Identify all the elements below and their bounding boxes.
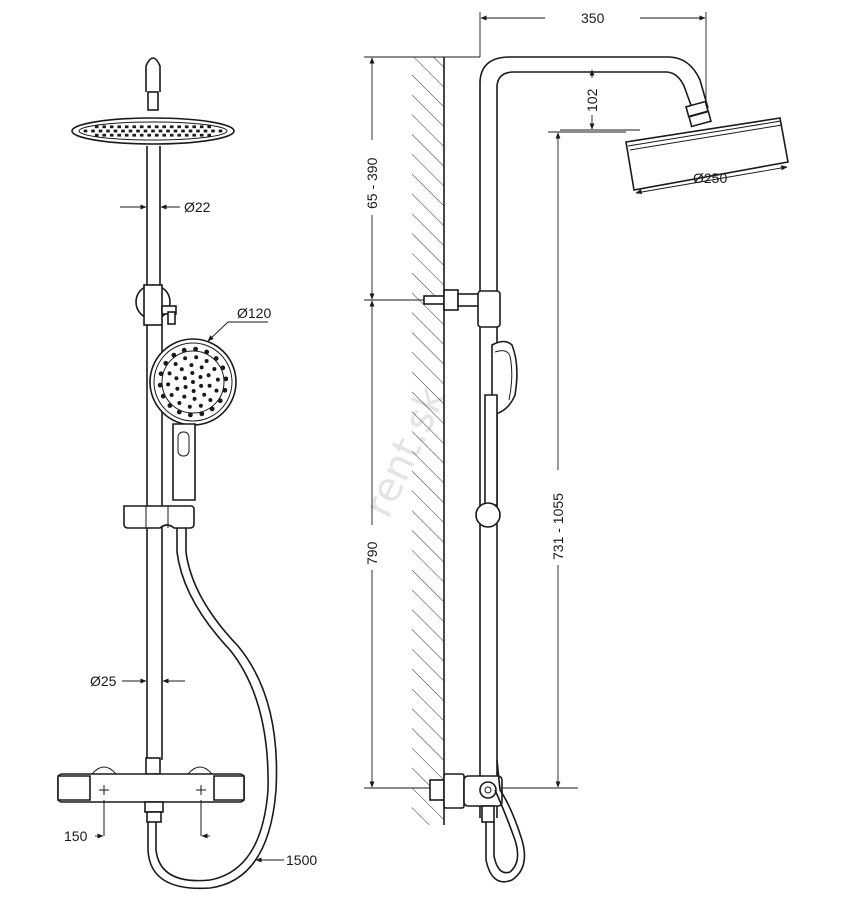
dim-head-height-range-label: 731 - 1055 [550,493,566,560]
dim-arm-reach-label: 350 [581,10,605,26]
shower-column [479,56,709,818]
dim-rail-diameter-label: Ø25 [90,673,117,689]
side-hand-shower [484,340,518,506]
dim-hose-length-label: 1500 [286,852,317,868]
front-view: Ø22 Ø120 Ø25 150 1500 [57,57,317,890]
dim-arm-drop-label: 102 [584,88,600,112]
hose [155,528,269,882]
dim-head-height-range: 731 - 1055 [500,131,626,789]
dim-arm-drop: 102 [560,69,640,131]
side-slider-knob [475,502,501,528]
dim-inlet-spacing-label: 150 [64,828,88,844]
slider-bracket [123,505,195,529]
dim-rail-diameter: Ø25 [90,673,185,689]
head-connector [685,100,712,128]
gooseneck-arm [145,57,161,92]
side-shower-head [625,117,789,191]
dim-handshower-diameter-label: Ø120 [237,305,271,321]
dim-lower-height: 790 [364,300,430,789]
dim-handshower-diameter: Ø120 [207,305,271,342]
dim-arm-diameter: Ø22 [120,199,211,215]
side-view: 350 102 Ø250 65 - 390 [364,10,789,883]
side-hose [485,759,526,883]
dim-upper-range-label: 65 - 390 [364,157,380,209]
dim-arm-reach: 350 [479,10,707,100]
wall-bracket [423,289,501,328]
dim-inlet-spacing: 150 [64,828,210,844]
thermostatic-mixer [57,757,245,836]
overhead-shower-head [71,117,235,145]
side-mixer [429,773,503,823]
dim-arm-diameter-label: Ø22 [184,199,211,215]
arm-connector [147,91,159,111]
dim-upper-range: 65 - 390 [364,56,480,301]
hand-shower [149,338,237,501]
dim-head-diameter: Ø250 [635,165,788,195]
wall-hatch [412,57,444,825]
dim-head-diameter-label: Ø250 [693,170,727,186]
dim-lower-height-label: 790 [364,541,380,565]
diverter-knob [135,284,177,326]
dim-hose-length: 1500 [255,852,317,868]
